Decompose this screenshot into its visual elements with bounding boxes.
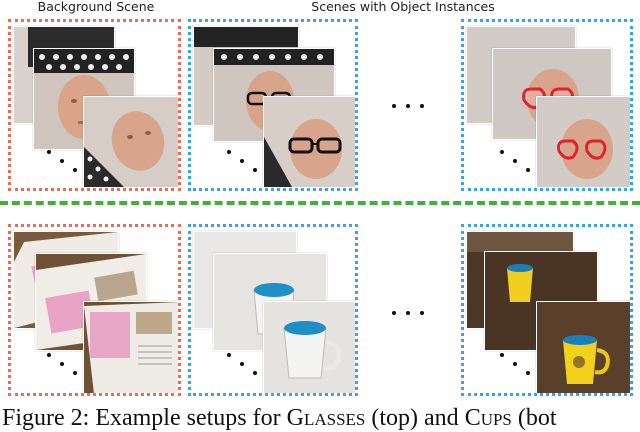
- cups-instance-frame-1: [188, 224, 358, 396]
- caption-cups: Cups: [464, 405, 512, 431]
- horizontal-ellipsis-top: [392, 104, 432, 110]
- instance-photo-6: [536, 96, 630, 188]
- more-scenes-ellipsis: [47, 353, 81, 375]
- cups-background-frame: [8, 224, 181, 396]
- figure-caption: Figure 2: Example setups for Glasses (to…: [2, 404, 557, 432]
- row-divider: [0, 201, 640, 205]
- glasses-instance-frame-1: [188, 19, 358, 191]
- horizontal-ellipsis-bottom: [392, 311, 432, 317]
- background-scene-header: Background Scene: [37, 0, 155, 14]
- glasses-instance-frame-2: [461, 19, 633, 191]
- caption-middle: (top) and: [365, 405, 465, 431]
- cups-instance-frame-2: [461, 224, 633, 396]
- instance-photo-12: [536, 301, 630, 393]
- more-scenes-ellipsis: [500, 353, 534, 375]
- instance-photo-9: [263, 301, 355, 393]
- object-instances-header: Scenes with Object Instances: [311, 0, 495, 14]
- glasses-background-frame: [8, 19, 181, 191]
- more-scenes-ellipsis: [227, 353, 261, 375]
- caption-suffix: (bot: [511, 405, 557, 431]
- caption-prefix: Figure 2: Example setups for: [2, 405, 287, 431]
- background-photo-6: [83, 301, 178, 393]
- more-scenes-ellipsis: [227, 150, 261, 172]
- instance-photo-3: [263, 96, 355, 188]
- more-scenes-ellipsis: [47, 150, 81, 172]
- more-scenes-ellipsis: [500, 150, 534, 172]
- caption-glasses: Glasses: [286, 405, 366, 431]
- background-photo-3: [83, 96, 178, 188]
